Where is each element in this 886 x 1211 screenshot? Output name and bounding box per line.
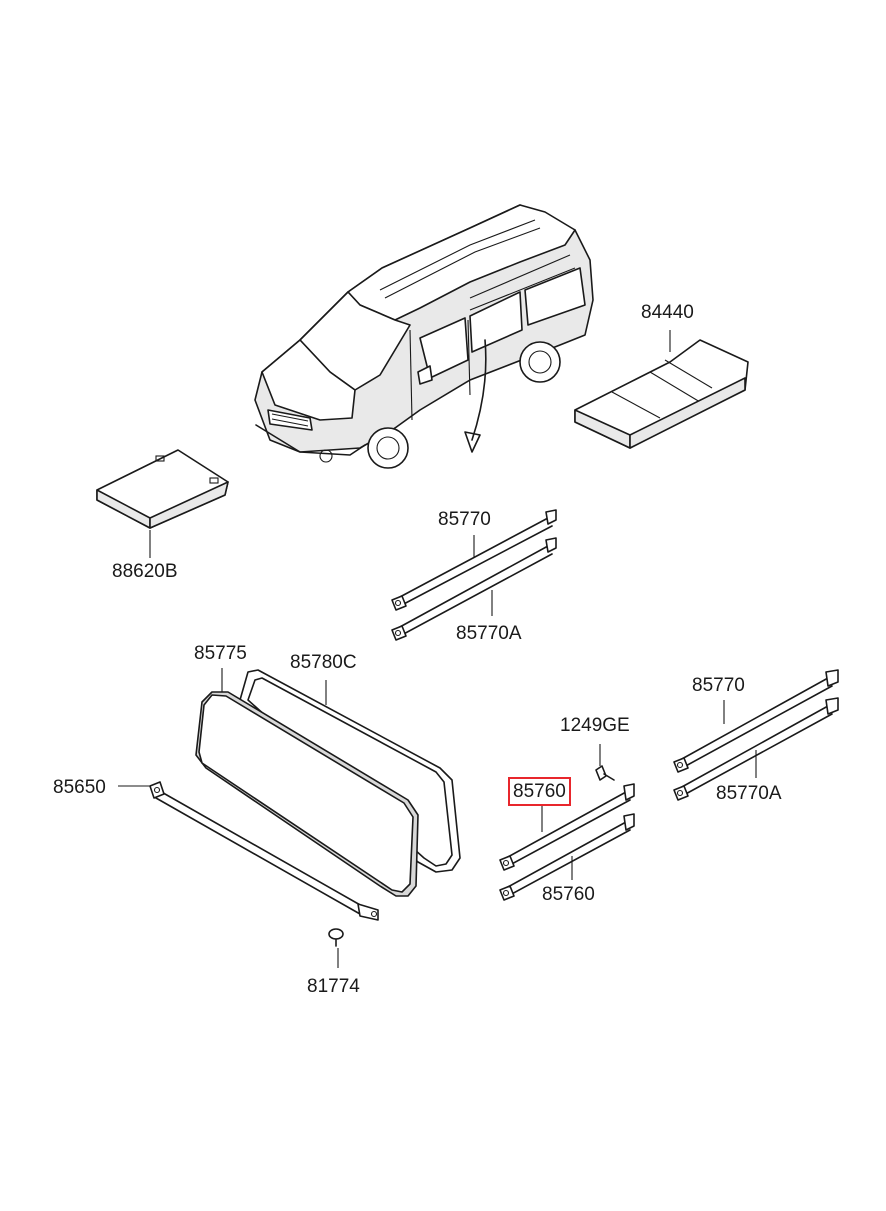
label-85770a-top[interactable]: 85770A xyxy=(456,623,522,644)
straps-85770-right xyxy=(673,669,839,801)
label-85770-right[interactable]: 85770 xyxy=(692,675,745,696)
label-85770a-right[interactable]: 85770A xyxy=(716,783,782,804)
label-85760[interactable]: 85760 xyxy=(542,884,595,905)
rod-85650 xyxy=(118,781,379,921)
straps-85770-top xyxy=(391,509,557,641)
screw-1249ge xyxy=(595,744,615,781)
clip-81774 xyxy=(328,928,344,968)
glass-85775 xyxy=(195,668,419,897)
mat-84440 xyxy=(574,330,749,449)
label-81774[interactable]: 81774 xyxy=(307,976,360,997)
straps-85760 xyxy=(499,783,635,901)
cover-88620b xyxy=(96,449,229,558)
label-85760-highlighted[interactable]: 85760 xyxy=(508,777,571,806)
label-85770-top[interactable]: 85770 xyxy=(438,509,491,530)
label-1249ge[interactable]: 1249GE xyxy=(560,715,630,736)
label-85780c[interactable]: 85780C xyxy=(290,652,357,673)
label-88620b[interactable]: 88620B xyxy=(112,561,178,582)
van-illustration xyxy=(254,204,594,469)
label-84440[interactable]: 84440 xyxy=(641,302,694,323)
label-85650[interactable]: 85650 xyxy=(53,777,106,798)
label-85775[interactable]: 85775 xyxy=(194,643,247,664)
